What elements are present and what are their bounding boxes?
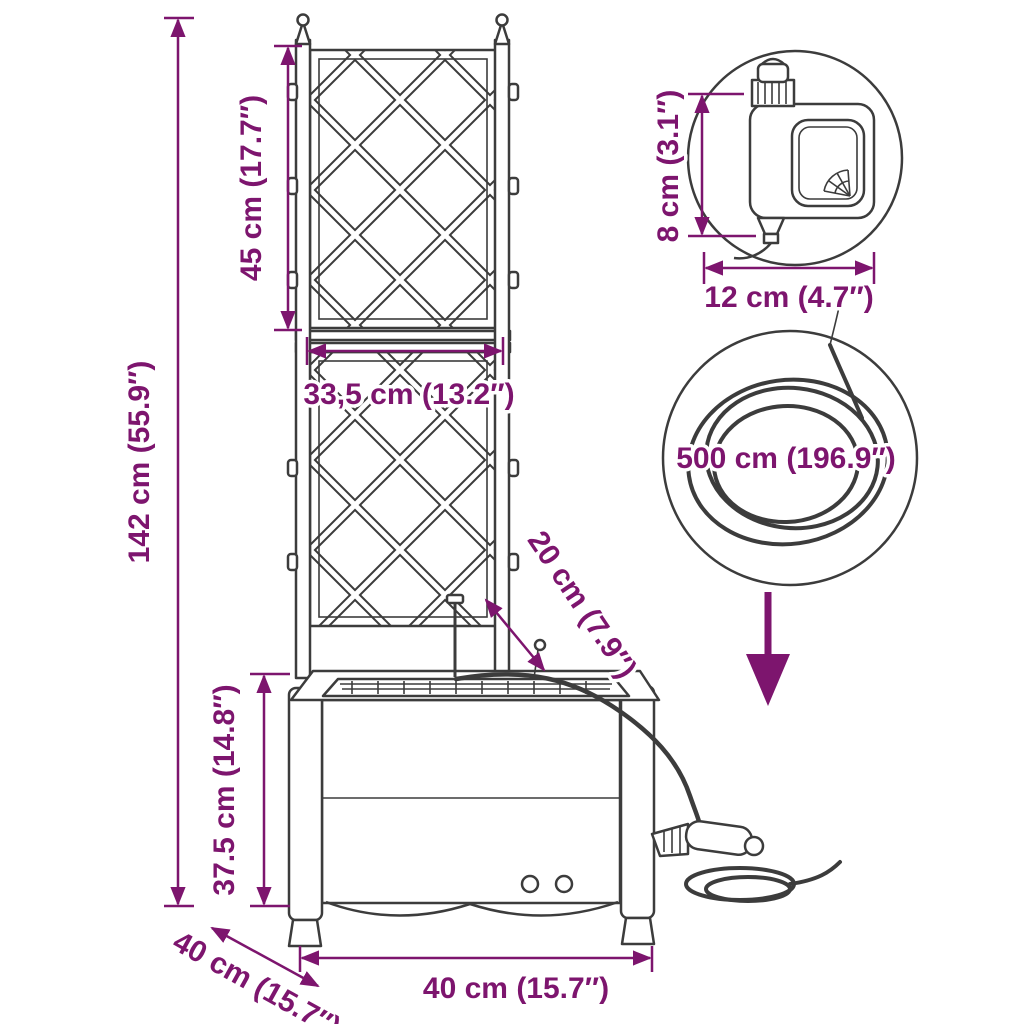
drainage-plug [554, 874, 574, 894]
timer-width-label: 12 cm (4.7″) [704, 281, 873, 314]
dim-planter-height: 37.5 cm (14.8″) [205, 672, 290, 908]
dim-trellis-height: 45 cm (17.7″) [232, 44, 302, 332]
finial-right [493, 20, 511, 46]
planter-width-label: 40 cm (15.7″) [423, 972, 609, 1005]
irrigation-system [445, 593, 842, 903]
planter-opening [321, 677, 631, 698]
planter-skirt [325, 900, 619, 917]
overall-height-label: 142 cm (55.9″) [123, 361, 156, 564]
planter-corner-post-right [619, 684, 656, 920]
planter-height-label: 37.5 cm (14.8″) [208, 684, 241, 895]
dim-timer-height: 8 cm (3.1″) [649, 86, 756, 246]
hose-length-label: 500 cm (196.9″) [676, 442, 896, 475]
finial-left [294, 20, 312, 46]
drip-emitter [445, 593, 465, 605]
planter-foot-left [287, 918, 323, 948]
hose-tail-coil [684, 860, 842, 903]
planter-foot-right [620, 916, 656, 946]
timer-tap-connector [750, 57, 796, 108]
hose-riser-label: 20 cm (7.9″) [521, 525, 643, 684]
supply-hose [453, 672, 703, 831]
planter-front-panel [320, 698, 622, 905]
trellis-height-label: 45 cm (17.7″) [235, 95, 268, 281]
water-timer-detail [686, 49, 904, 267]
micro-sprinkler [533, 638, 547, 652]
dim-timer-width: 12 cm (4.7″) [701, 252, 877, 318]
hose-coil-detail [661, 285, 919, 587]
hose-coil-circle [661, 329, 919, 587]
timer-outlet [733, 216, 786, 260]
trellis-width-label: 33,5 cm (13.2″) [303, 378, 514, 411]
dim-overall-height: 142 cm (55.9″) [120, 16, 194, 908]
drainage-plug [520, 874, 540, 894]
hose-connector [650, 819, 765, 858]
timer-display [790, 118, 866, 208]
timer-dial [823, 169, 851, 197]
trellis-rail [294, 329, 512, 342]
dim-planter-width: 40 cm (15.7″) [298, 946, 654, 1009]
down-arrow [746, 592, 790, 706]
planter-corner-post-left [287, 686, 324, 922]
coiled-hose [686, 285, 890, 547]
timer-height-label: 8 cm (3.1″) [652, 90, 685, 243]
dim-trellis-width: 33,5 cm (13.2″) [300, 337, 518, 415]
planter-box [287, 669, 661, 948]
